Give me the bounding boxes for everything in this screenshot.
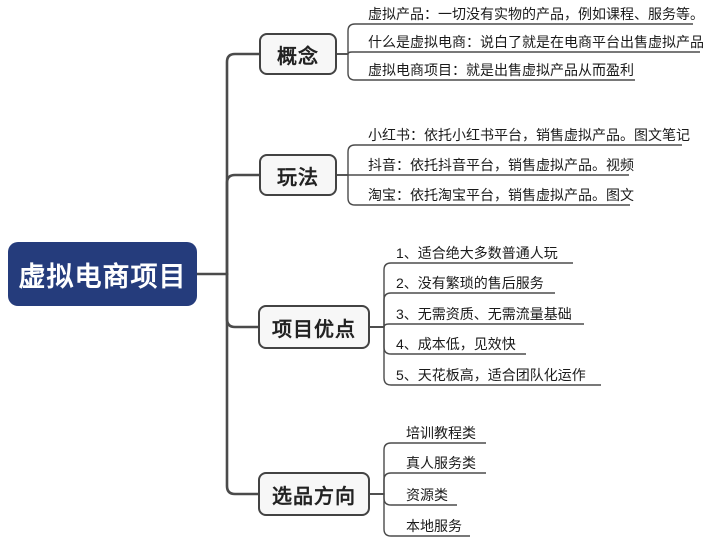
connector-trunk-concept: [225, 52, 261, 276]
connector-concept-item1: [337, 23, 693, 55]
connector-trunk-methods: [225, 173, 261, 276]
leaf-item-selection-1[interactable]: 培训教程类: [406, 425, 476, 441]
leaf-item-selection-4[interactable]: 本地服务: [406, 518, 462, 534]
leaf-item-methods-3[interactable]: 淘宝：依托淘宝平台，销售虚拟产品。图文: [368, 187, 634, 203]
connector-advantages-item2: [370, 292, 555, 328]
leaf-item-selection-3[interactable]: 资源类: [406, 487, 448, 503]
leaf-item-advantage-5[interactable]: 5、天花板高，适合团队化运作: [396, 367, 586, 383]
connector-advantages-item1: [370, 262, 573, 328]
leaf-item-concept-1[interactable]: 虚拟产品：一切没有实物的产品，例如课程、服务等。: [368, 6, 704, 22]
connector-advantages-item3: [370, 323, 584, 328]
branch-node-selection[interactable]: 选品方向: [258, 472, 370, 516]
connector-concept-item2: [337, 51, 700, 55]
leaf-item-concept-2[interactable]: 什么是虚拟电商：说白了就是在电商平台出售虚拟产品: [368, 34, 704, 50]
connector-selection-item4: [370, 493, 470, 537]
leaf-item-advantage-4[interactable]: 4、成本低，见效快: [396, 336, 516, 352]
leaf-item-selection-2[interactable]: 真人服务类: [406, 455, 476, 471]
connector-methods-item1: [337, 144, 682, 176]
connector-selection-item1: [370, 442, 486, 495]
leaf-item-methods-2[interactable]: 抖音：依托抖音平台，销售虚拟产品。视频: [368, 157, 634, 173]
leaf-item-methods-1[interactable]: 小红书：依托小红书平台，销售虚拟产品。图文笔记: [368, 127, 690, 143]
connector-selection-item2: [370, 472, 486, 495]
leaf-item-advantage-3[interactable]: 3、无需资质、无需流量基础: [396, 306, 572, 322]
root-node[interactable]: 虚拟电商项目: [8, 242, 197, 306]
branch-node-advantages[interactable]: 项目优点: [258, 305, 370, 349]
leaf-item-concept-3[interactable]: 虚拟电商项目：就是出售虚拟产品从而盈利: [368, 62, 634, 78]
leaf-item-advantage-1[interactable]: 1、适合绝大多数普通人玩: [396, 245, 558, 261]
connector-trunk-selection: [225, 272, 260, 496]
branch-node-concept[interactable]: 概念: [259, 33, 337, 75]
leaf-item-advantage-2[interactable]: 2、没有繁琐的售后服务: [396, 275, 544, 291]
connector-concept-item3: [337, 53, 635, 81]
branch-node-methods[interactable]: 玩法: [259, 154, 337, 196]
connector-methods-item3: [337, 174, 630, 206]
connector-advantages-item5: [370, 326, 601, 386]
connector-trunk-advantages: [225, 272, 260, 329]
